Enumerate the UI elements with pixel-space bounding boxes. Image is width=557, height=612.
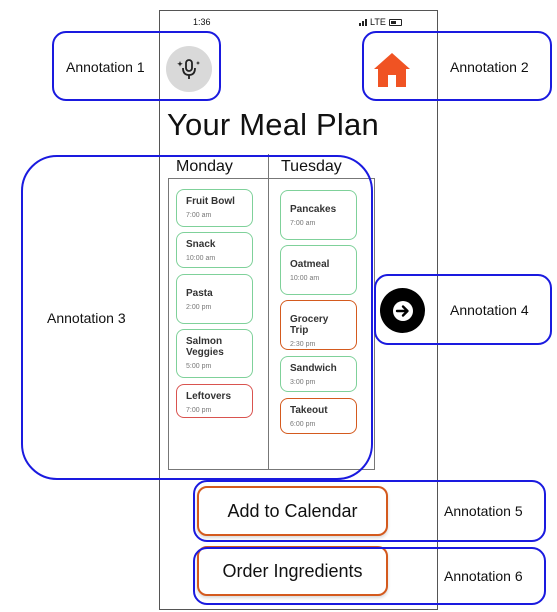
annotation-box-2 bbox=[362, 31, 552, 101]
meal-name: Sandwich bbox=[290, 363, 337, 374]
annotation-box-4 bbox=[374, 274, 552, 345]
annotation-box-1 bbox=[52, 31, 221, 101]
meal-name: Pancakes bbox=[290, 204, 337, 215]
meal-time: 5:00 pm bbox=[186, 363, 212, 370]
annotation-box-3 bbox=[21, 155, 373, 480]
annotation-label-5: Annotation 5 bbox=[444, 503, 523, 519]
meal-name: Oatmeal bbox=[290, 259, 330, 270]
meal-card[interactable]: Pasta 2:00 pm bbox=[176, 274, 253, 324]
arrow-right-icon bbox=[392, 300, 413, 321]
meal-time: 7:00 am bbox=[290, 220, 316, 227]
annotation-label-2: Annotation 2 bbox=[450, 59, 529, 75]
annotation-label-1: Annotation 1 bbox=[66, 59, 145, 75]
meal-name: Snack bbox=[186, 239, 216, 250]
meal-name: Grocery Trip bbox=[290, 314, 329, 336]
home-icon bbox=[374, 53, 410, 87]
meal-card[interactable]: Fruit Bowl 7:00 am bbox=[176, 189, 253, 227]
voice-input-button[interactable] bbox=[166, 46, 212, 92]
meal-time: 7:00 pm bbox=[186, 407, 212, 414]
home-button[interactable] bbox=[370, 49, 414, 91]
status-time: 1:36 bbox=[193, 17, 211, 27]
meal-card[interactable]: Sandwich 3:00 pm bbox=[280, 356, 357, 392]
annotation-box-5 bbox=[193, 480, 546, 542]
meal-time: 6:00 pm bbox=[290, 421, 316, 428]
day-header-monday: Monday bbox=[176, 158, 233, 175]
day-header-tuesday: Tuesday bbox=[281, 158, 342, 175]
annotation-box-6 bbox=[193, 547, 546, 605]
add-to-calendar-button[interactable]: Add to Calendar bbox=[197, 486, 388, 536]
meal-name: Leftovers bbox=[186, 391, 232, 402]
meal-time: 7:00 am bbox=[186, 212, 212, 219]
column-divider bbox=[268, 154, 269, 470]
annotation-label-4: Annotation 4 bbox=[450, 302, 529, 318]
meal-time: 10:00 am bbox=[290, 275, 320, 282]
meal-name: Fruit Bowl bbox=[186, 196, 235, 207]
meal-card[interactable]: Grocery Trip 2:30 pm bbox=[280, 300, 357, 350]
meal-time: 3:00 pm bbox=[290, 379, 316, 386]
meal-card[interactable]: Oatmeal 10:00 am bbox=[280, 245, 357, 295]
meal-name: Pasta bbox=[186, 288, 213, 299]
meal-name: Salmon Veggies bbox=[186, 336, 224, 358]
annotation-label-3: Annotation 3 bbox=[47, 310, 126, 326]
meal-time: 10:00 am bbox=[186, 255, 216, 262]
next-day-button[interactable] bbox=[380, 288, 425, 333]
meal-card[interactable]: Pancakes 7:00 am bbox=[280, 190, 357, 240]
network-label: LTE bbox=[370, 17, 386, 27]
annotation-label-6: Annotation 6 bbox=[444, 568, 523, 584]
meal-time: 2:30 pm bbox=[290, 341, 316, 348]
meal-card[interactable]: Takeout 6:00 pm bbox=[280, 398, 357, 434]
meal-card[interactable]: Salmon Veggies 5:00 pm bbox=[176, 329, 253, 378]
status-indicators: LTE bbox=[359, 17, 402, 27]
page-title: Your Meal Plan bbox=[167, 107, 379, 142]
meal-card[interactable]: Leftovers 7:00 pm bbox=[176, 384, 253, 418]
order-ingredients-button[interactable]: Order Ingredients bbox=[197, 546, 388, 596]
meal-time: 2:00 pm bbox=[186, 304, 212, 311]
battery-icon bbox=[388, 18, 402, 26]
microphone-sparkle-icon bbox=[177, 59, 200, 79]
meal-name: Takeout bbox=[290, 405, 328, 416]
meal-card[interactable]: Snack 10:00 am bbox=[176, 232, 253, 268]
signal-icon bbox=[359, 18, 367, 26]
